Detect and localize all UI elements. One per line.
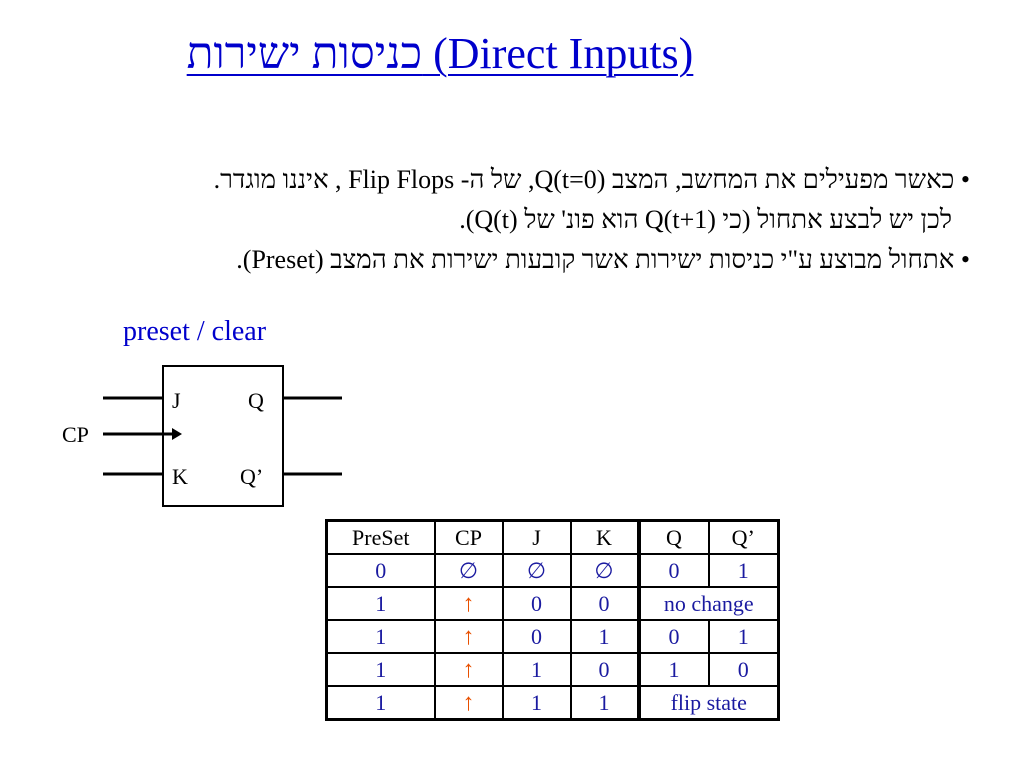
cell-no-change: no change (637, 586, 780, 621)
cell-q-bar: 1 (707, 553, 780, 588)
rising-edge-arrow-icon: ↑ (433, 652, 504, 687)
bullet-direct-inputs: • אתחול מבוצע ע"י כניסות ישירות אשר קובע… (236, 245, 970, 274)
table-row: 1 ↑ 1 1 flip state (325, 685, 780, 721)
table-row: 0 ∅ ∅ ∅ 0 1 (325, 553, 780, 588)
cell-cp: ∅ (433, 553, 504, 588)
q-label: Q (248, 388, 264, 413)
cell-j: 0 (501, 619, 572, 654)
header-q-bar: Q’ (707, 519, 780, 555)
cell-j: 1 (501, 652, 572, 687)
cell-flip-state: flip state (637, 685, 780, 721)
flipflop-box (162, 365, 284, 507)
cell-preset: 1 (325, 685, 436, 721)
cell-j: ∅ (501, 553, 572, 588)
j-label: J (172, 388, 181, 413)
k-label: K (172, 464, 188, 489)
rising-edge-arrow-icon: ↑ (433, 685, 504, 721)
header-cp: CP (433, 519, 504, 555)
header-k: K (569, 519, 641, 555)
clock-arrow-icon (172, 428, 182, 440)
cell-k: 0 (569, 586, 641, 621)
header-j: J (501, 519, 572, 555)
bullet-list: • כאשר מפעילים את המחשב, המצב Q(t=0), של… (40, 160, 970, 280)
truth-table: PreSet CP J K Q Q’ 0 ∅ ∅ ∅ 0 1 1 ↑ 0 0 n… (325, 519, 780, 721)
cell-preset: 1 (325, 652, 436, 687)
cp-label: CP (62, 422, 89, 447)
cell-preset: 0 (325, 553, 436, 588)
slide-title: כניסות ישירות (Direct Inputs) (186, 29, 694, 78)
rising-edge-arrow-icon: ↑ (433, 586, 504, 621)
header-q: Q (637, 519, 710, 555)
cell-q: 0 (637, 553, 710, 588)
cell-preset: 1 (325, 586, 436, 621)
cell-q: 1 (637, 652, 710, 687)
table-header-row: PreSet CP J K Q Q’ (325, 519, 780, 555)
cell-j: 1 (501, 685, 572, 721)
cell-j: 0 (501, 586, 572, 621)
cell-k: 1 (569, 685, 641, 721)
cell-k: ∅ (569, 553, 641, 588)
bullet-init-reason: לכן יש לבצע אתחול (כי Q(t+1) הוא פונ' של… (459, 205, 952, 234)
header-preset: PreSet (325, 519, 436, 555)
table-row: 1 ↑ 0 1 0 1 (325, 619, 780, 654)
cell-q-bar: 1 (707, 619, 780, 654)
q-bar-label: Q’ (240, 464, 263, 489)
cell-k: 0 (569, 652, 641, 687)
cell-k: 1 (569, 619, 641, 654)
cell-preset: 1 (325, 619, 436, 654)
rising-edge-arrow-icon: ↑ (433, 619, 504, 654)
cell-q: 0 (637, 619, 710, 654)
cell-q-bar: 0 (707, 652, 780, 687)
preset-clear-label: preset / clear (123, 316, 267, 347)
bullet-power-on: • כאשר מפעילים את המחשב, המצב Q(t=0), של… (213, 165, 970, 194)
table-row: 1 ↑ 1 0 1 0 (325, 652, 780, 687)
table-row: 1 ↑ 0 0 no change (325, 586, 780, 621)
